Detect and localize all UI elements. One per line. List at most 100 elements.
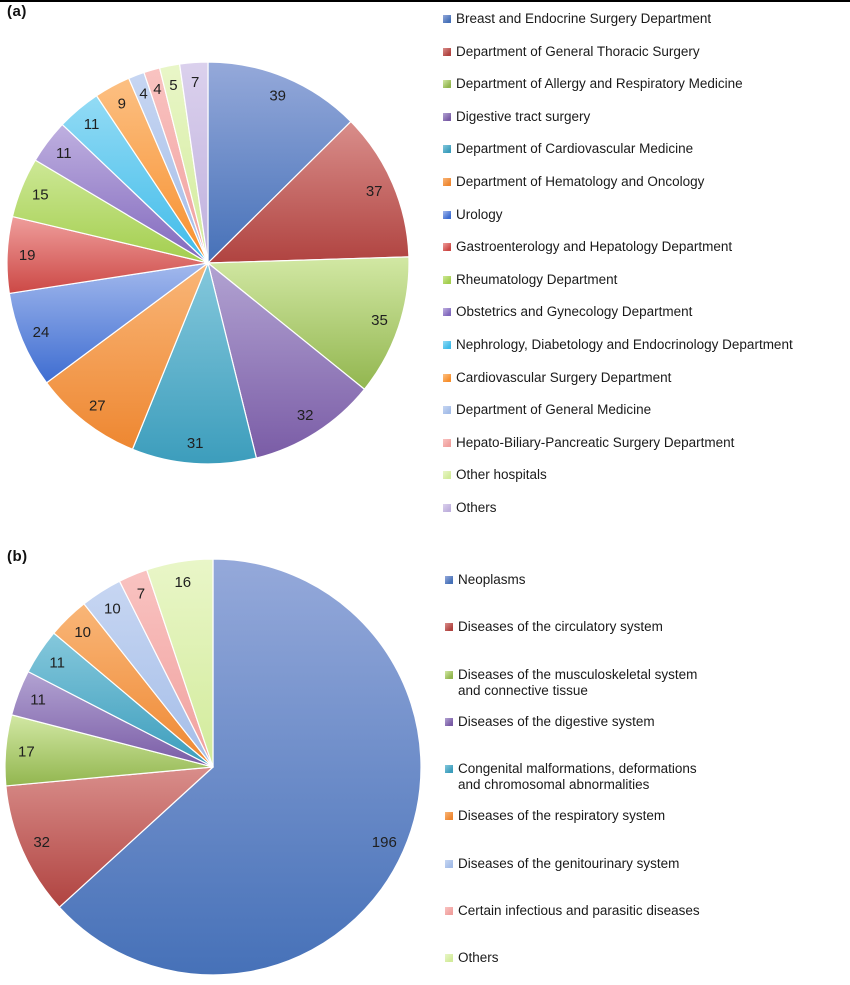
legend-label: Digestive tract surgery [456, 108, 591, 124]
legend-item-b-9: Others [445, 950, 499, 966]
pie-value-label: 10 [74, 624, 91, 641]
legend-swatch [443, 504, 451, 512]
legend-item-a-4: Digestive tract surgery [443, 109, 590, 125]
legend-label: Others [458, 950, 499, 965]
pie-value-label: 32 [297, 407, 314, 424]
legend-item-a-15: Other hospitals [443, 467, 547, 483]
legend-swatch [445, 765, 453, 773]
legend-label: Diseases of the digestive system [458, 713, 655, 729]
pie-slice-a-3 [207, 256, 410, 390]
pie-value-label: 11 [56, 145, 72, 162]
legend-item-a-1: Breast and Endocrine Surgery Department [443, 11, 711, 27]
legend-item-a-7: Urology [443, 207, 503, 223]
legend-item-a-13: Department of General Medicine [443, 402, 651, 418]
legend-item-b-4: Diseases of the digestive system [445, 714, 655, 730]
pie-slice-a-1 [207, 61, 352, 264]
legend-swatch [443, 145, 451, 154]
legend-label: Neoplasms [458, 572, 526, 587]
legend-item-a-16: Others [443, 500, 497, 516]
pie-value-label: 11 [84, 116, 100, 133]
legend-label: Department of General Thoracic Surgery [456, 43, 700, 59]
legend-item-b-6: Diseases of the respiratory system [445, 808, 665, 824]
legend-swatch [445, 717, 453, 726]
pie-slice-a-6 [45, 262, 209, 450]
pie-slice-b-1 [58, 558, 422, 976]
pie-value-label: 196 [372, 834, 397, 851]
legend-swatch [443, 80, 451, 89]
legend-swatch [443, 341, 451, 349]
legend-item-a-10: Obstetrics and Gynecology Department [443, 304, 692, 320]
legend-swatch [443, 438, 451, 447]
pie-value-label: 7 [137, 586, 145, 603]
pie-value-label: 16 [174, 574, 191, 591]
pie-value-label: 11 [30, 692, 46, 709]
legend-label: Diseases of the circulatory system [458, 619, 663, 635]
pie-slice-a-5 [131, 262, 258, 465]
legend-label: Diseases of the respiratory system [458, 808, 666, 824]
legend-label: Department of Allergy and Respiratory Me… [456, 76, 743, 92]
pie-value-label: 27 [89, 398, 106, 415]
legend-swatch [443, 47, 451, 56]
pie-value-label: 37 [366, 183, 383, 200]
pie-value-label: 24 [33, 324, 50, 341]
legend-swatch [443, 373, 451, 382]
legend-item-b-2: Diseases of the circulatory system [445, 619, 663, 635]
pie-value-label: 4 [139, 86, 147, 103]
legend-swatch [443, 112, 451, 121]
legend-item-a-11: Nephrology, Diabetology and Endocrinolog… [443, 337, 793, 353]
legend-swatch [443, 210, 451, 219]
pie-value-label: 11 [49, 655, 65, 672]
pie-value-label: 19 [19, 247, 36, 264]
legend-swatch [445, 623, 453, 632]
pie-slice-a-2 [207, 120, 410, 264]
figure-top-border [0, 0, 850, 2]
legend-swatch [445, 859, 453, 868]
legend-label: Other hospitals [456, 467, 547, 483]
legend-item-a-2: Department of General Thoracic Surgery [443, 44, 700, 60]
legend-swatch [445, 812, 453, 821]
pie-slice-a-7 [8, 262, 209, 384]
legend-swatch [443, 15, 451, 23]
legend-label: Certain infectious and parasitic disease… [458, 902, 700, 918]
legend-label: Others [456, 500, 497, 515]
legend-label: Rheumatology Department [456, 271, 618, 287]
legend-item-a-5: Department of Cardiovascular Medicine [443, 141, 693, 157]
pie-slice-b-2 [5, 766, 214, 908]
legend-item-a-6: Department of Hematology and Oncology [443, 174, 704, 190]
legend-item-a-9: Rheumatology Department [443, 272, 617, 288]
pie-value-label: 17 [18, 743, 35, 760]
pie-value-label: 15 [32, 187, 49, 204]
pie-value-label: 5 [169, 77, 177, 94]
legend-swatch [443, 178, 451, 186]
legend-item-b-1: Neoplasms [445, 572, 526, 588]
pie-value-label: 32 [33, 834, 50, 851]
pie-value-label: 7 [191, 74, 199, 91]
pie-slice-a-16 [178, 61, 209, 264]
legend-swatch [443, 406, 451, 415]
legend-label: Department of Cardiovascular Medicine [456, 141, 694, 157]
legend-swatch [445, 670, 453, 679]
legend-item-a-14: Hepato-Biliary-Pancreatic Surgery Depart… [443, 435, 734, 451]
legend-swatch [443, 471, 451, 480]
legend-label: Cardiovascular Surgery Department [456, 369, 672, 385]
legend-label: Diseases of the genitourinary system [458, 855, 680, 871]
legend-item-a-8: Gastroenterology and Hepatology Departme… [443, 239, 732, 255]
panel-b-label: (b) [7, 548, 28, 565]
pie-value-label: 9 [118, 95, 126, 112]
legend-item-b-8: Certain infectious and parasitic disease… [445, 903, 700, 919]
legend-swatch [445, 906, 453, 915]
legend-swatch [443, 308, 451, 317]
legend-item-b-7: Diseases of the genitourinary system [445, 856, 679, 872]
legend-swatch [443, 243, 451, 252]
pie-slice-a-4 [207, 262, 366, 459]
legend-item-a-12: Cardiovascular Surgery Department [443, 370, 671, 386]
legend-label: Urology [456, 206, 503, 222]
pie-slice-b-9 [146, 558, 214, 768]
legend-label: Gastroenterology and Hepatology Departme… [456, 239, 733, 255]
